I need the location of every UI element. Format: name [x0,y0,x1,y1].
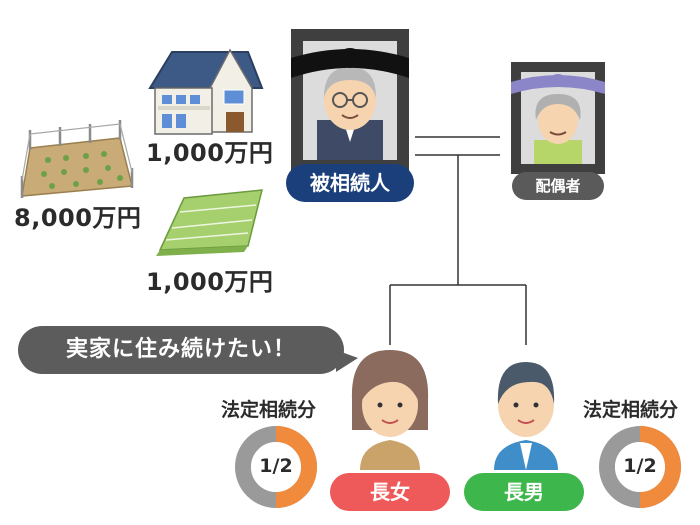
daughter-share-fill [275,426,317,508]
spouse-portrait [511,62,605,174]
deceased-portrait [291,29,409,172]
daughter-badge: 長女 [330,473,450,511]
deceased-badge: 被相続人 [286,164,414,202]
son-share-donut [599,426,681,508]
spouse-badge: 配偶者 [512,172,604,200]
daughter-share-caption: 法定相続分 [221,399,317,421]
land-plot-icon [20,120,134,198]
house-value: 1,000万円 [146,139,274,167]
banknotes-icon [156,189,263,256]
daughter-share-fraction: 1/2 [259,455,293,477]
land-value: 8,000万円 [14,204,142,232]
family-lines [389,136,527,345]
house-icon [148,48,264,135]
cash-value: 1,000万円 [146,268,274,296]
son-share-fill [639,426,681,508]
son-figure [494,362,558,470]
son-share-fraction: 1/2 [623,455,657,477]
daughter-share-donut [235,426,317,508]
son-share-caption: 法定相続分 [583,399,679,421]
speech-bubble: 実家に住み続けたい！ [18,326,358,374]
daughter-figure [351,350,429,470]
son-badge: 長男 [464,473,584,511]
